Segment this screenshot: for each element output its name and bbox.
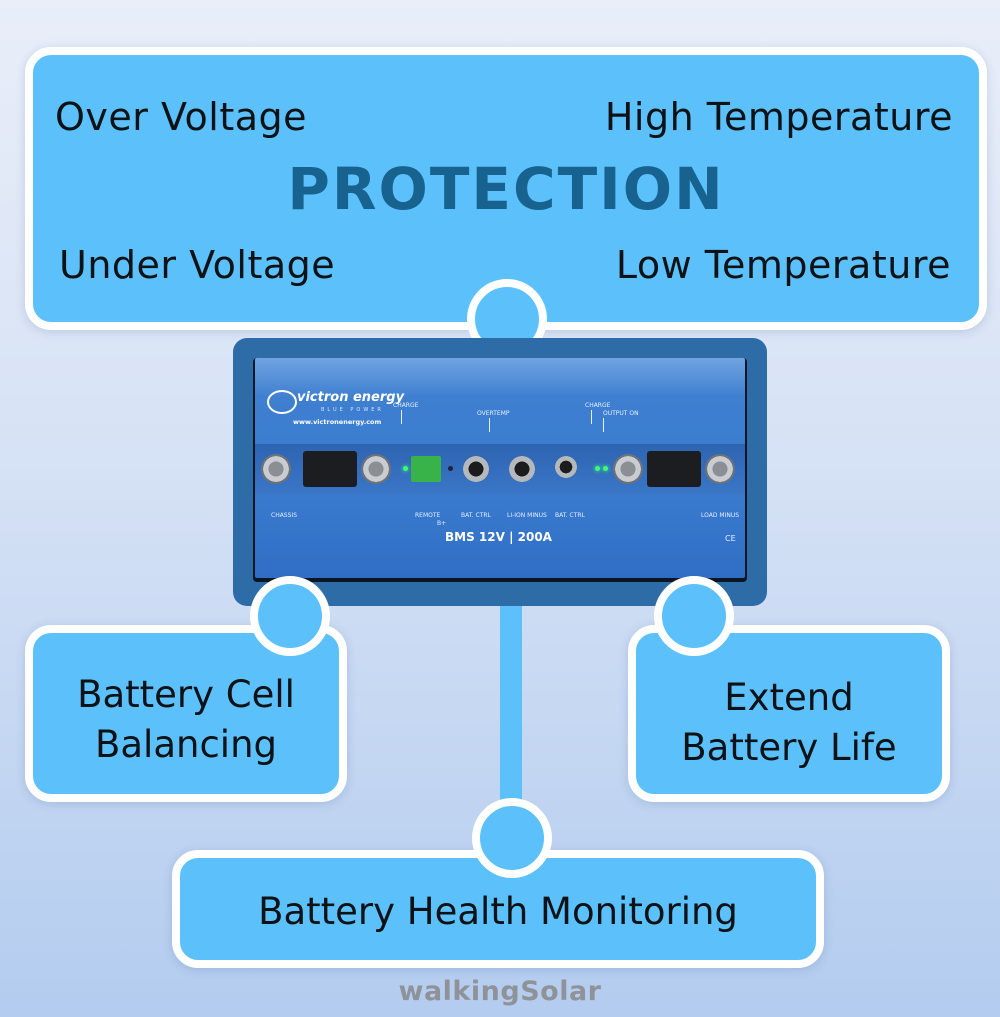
extend-life-panel: Extend Battery Life (628, 625, 950, 802)
bms-device: victron energy BLUE POWER www.victronene… (233, 338, 767, 606)
label-bat-ctrl-2: BAT. CTRL (555, 512, 585, 519)
label-charge-left: CHARGE (393, 402, 419, 409)
device-brand-sub: BLUE POWER (321, 407, 384, 413)
cell-balancing-connector-dot (250, 576, 330, 656)
protection-title: PROTECTION (287, 155, 725, 223)
terminal-right-2 (705, 454, 735, 484)
remote-connector (411, 456, 441, 482)
led-overtemp (448, 466, 453, 471)
led-charge-right (595, 466, 600, 471)
health-monitoring-label: Battery Health Monitoring (258, 890, 738, 933)
label-output-on: OUTPUT ON (603, 410, 639, 417)
health-monitoring-connector-dot (472, 798, 552, 878)
victron-logo-icon (267, 390, 297, 414)
cell-balancing-line-2: Balancing (94, 723, 278, 766)
label-chassis: CHASSIS (271, 512, 298, 519)
high-temperature-label: High Temperature (604, 95, 953, 139)
cell-balancing-line-1: Battery Cell (77, 673, 295, 716)
tick (591, 410, 592, 424)
under-voltage-label: Under Voltage (59, 243, 336, 287)
tick (603, 418, 604, 432)
label-overtemp: OVERTEMP (477, 410, 510, 417)
clamp-right (647, 451, 701, 487)
device-brand: victron energy (297, 390, 405, 405)
over-voltage-label: Over Voltage (55, 95, 308, 139)
tick (489, 418, 490, 432)
label-li-ion-minus: LI-ION MINUS (507, 512, 547, 519)
led-charge-left (403, 466, 408, 471)
label-bat-ctrl-1: BAT. CTRL (461, 512, 491, 519)
label-ce: CE (725, 534, 736, 543)
connector-stem (500, 600, 522, 840)
led-output-on (603, 466, 608, 471)
label-charge-right: CHARGE (585, 402, 611, 409)
label-load-minus: LOAD MINUS (701, 512, 740, 519)
label-remote: REMOTE (415, 512, 441, 519)
device-model: BMS 12V | 200A (445, 530, 552, 544)
walkingsolar-logo: walkingSolar (398, 976, 602, 1007)
bat-ctrl-connector-1 (463, 456, 489, 482)
extend-life-line-1: Extend (724, 676, 854, 719)
protection-panel: Over Voltage High Temperature PROTECTION… (25, 47, 987, 330)
tick (401, 410, 402, 424)
clamp-left (303, 451, 357, 487)
terminal-right-1 (613, 454, 643, 484)
li-ion-minus-connector (509, 456, 535, 482)
terminal-left-2 (361, 454, 391, 484)
bat-ctrl-connector-2 (555, 456, 577, 478)
device-url: www.victronenergy.com (293, 418, 382, 426)
extend-life-line-2: Battery Life (681, 726, 897, 769)
terminal-band (255, 444, 745, 494)
label-b-plus: B+ (437, 520, 447, 527)
device-body: victron energy BLUE POWER www.victronene… (255, 358, 745, 578)
terminal-left-1 (261, 454, 291, 484)
low-temperature-label: Low Temperature (615, 243, 951, 287)
extend-life-connector-dot (654, 576, 734, 656)
